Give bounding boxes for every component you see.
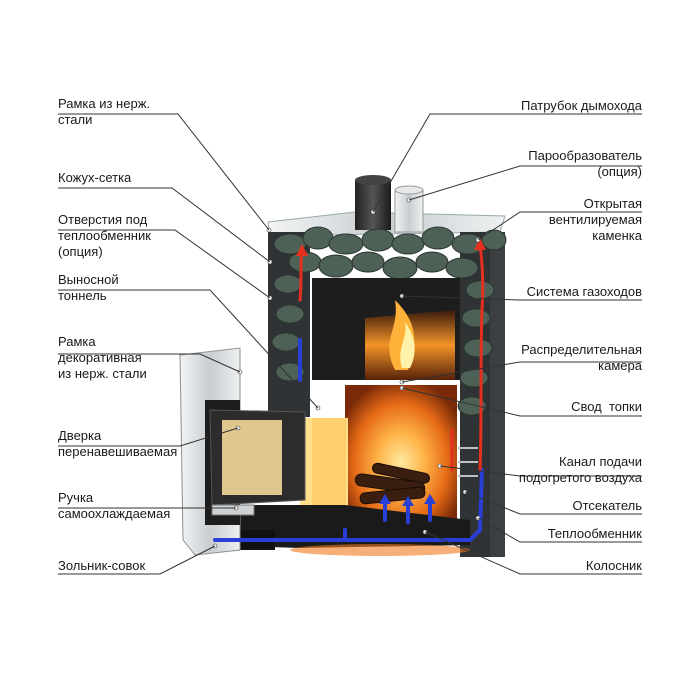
label-frame-steel: Рамка из нерж.стали [58,96,151,127]
label-grate: Колосник [585,558,642,573]
label-flue-system: Система газоходов [526,284,642,299]
handle [211,504,255,516]
label-hx-holes: Отверстия под теплообменник(опция) [58,212,151,259]
firebox [345,385,457,525]
heater-stones [271,226,507,416]
logs [354,462,430,505]
label-ash-pan: Зольник-совок [58,558,146,573]
steam-generator [394,189,424,233]
label-steam-gen: Парообразователь(опция) [528,148,642,179]
label-heat-exchanger: Теплообменник [547,526,642,541]
chimney-pipe [355,180,391,230]
callout-lines [58,113,642,575]
label-cutoff: Отсекатель [572,498,642,513]
cold-air-flow [213,338,484,542]
label-firebox-vault: Свод топки [571,399,642,414]
label-mesh-casing: Кожух-сетка [58,170,132,185]
label-chimney-pipe: Патрубок дымохода [520,98,642,113]
